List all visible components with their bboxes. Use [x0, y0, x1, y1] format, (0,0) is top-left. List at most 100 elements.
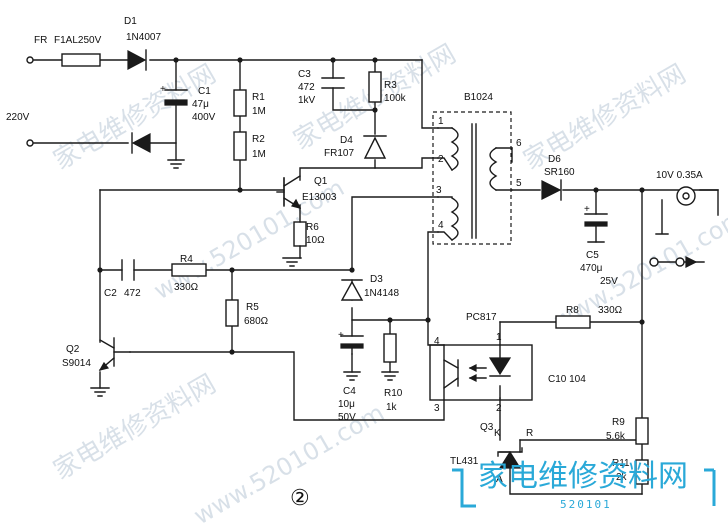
- q1-ref: Q1: [314, 176, 328, 187]
- transformer-pin-1: 1: [438, 116, 444, 127]
- r2-value: 1M: [252, 149, 266, 160]
- q1-value: E13003: [302, 192, 337, 203]
- fuse-value: F1AL250V: [54, 35, 102, 46]
- c1-value-voltage: 400V: [192, 112, 216, 123]
- logo-bracket-right: [704, 468, 716, 506]
- q3-pin-r: R: [526, 428, 533, 439]
- ground-r10: [381, 371, 399, 381]
- q3-pin-k: K: [494, 428, 501, 439]
- site-logo: 家电维修资料网 520101: [452, 459, 716, 511]
- input-terminal-l: [26, 56, 34, 64]
- fuse-fr: FR F1AL250V: [34, 35, 102, 67]
- r6-value: 10Ω: [306, 235, 325, 246]
- resistor-r4: R4 330Ω: [171, 254, 207, 293]
- r5-value: 680Ω: [244, 316, 269, 327]
- pc817-pin-2: 2: [496, 403, 502, 414]
- transformer-pin-6: 6: [516, 138, 522, 149]
- pc817-pin-3: 3: [434, 403, 440, 414]
- ground-c1: [167, 159, 185, 169]
- d3-value: 1N4148: [364, 288, 399, 299]
- c1-value-capacitance: 47μ: [192, 99, 209, 110]
- transformer-pin-5: 5: [516, 178, 522, 189]
- mains-label: 220V: [6, 112, 30, 123]
- c4-plus: +: [338, 330, 344, 341]
- watermark: 家电维修资料网 www.520101.com 家电维修资料网 www.52010…: [49, 39, 728, 530]
- diode-d1: D1 1N4007: [124, 16, 161, 71]
- junctions: [97, 57, 645, 443]
- diode-d4: D4 FR107: [324, 135, 387, 159]
- diode-d6: D6 SR160: [541, 154, 575, 201]
- diode-d3: D3 1N4148: [340, 274, 399, 301]
- c10-label: C10 104: [548, 374, 586, 385]
- r1-value: 1M: [252, 106, 266, 117]
- resistor-r6: R6 10Ω: [293, 221, 325, 247]
- resistor-r5: R5 680Ω: [225, 299, 269, 327]
- r5-ref: R5: [246, 302, 259, 313]
- output-connector: 10V 0.35A: [649, 170, 705, 268]
- r8-ref: R8: [566, 305, 579, 316]
- q3-pin-a: A: [496, 474, 503, 485]
- transistor-q2: Q2 S9014: [62, 337, 131, 371]
- q2-ref: Q2: [66, 344, 80, 355]
- d4-ref: D4: [340, 135, 353, 146]
- pc817-ref: PC817: [466, 312, 497, 323]
- q3-ref: Q3: [480, 422, 494, 433]
- r9-ref: R9: [612, 417, 625, 428]
- c3-voltage: 1kV: [298, 95, 316, 106]
- r2-ref: R2: [252, 134, 265, 145]
- q3-value: TL431: [450, 456, 479, 467]
- r1-ref: R1: [252, 92, 265, 103]
- transformer-ref: B1024: [464, 92, 493, 103]
- r11-ref: R11: [612, 458, 630, 469]
- r4-value: 330Ω: [174, 282, 199, 293]
- logo-url: 520101: [560, 498, 612, 511]
- c4-ref: C4: [343, 386, 356, 397]
- capacitor-c3: C3 472 1kV: [298, 69, 345, 106]
- logo-bracket-left: [452, 468, 476, 508]
- d3-ref: D3: [370, 274, 383, 285]
- c1-ref: C1: [198, 86, 211, 97]
- r4-ref: R4: [180, 254, 193, 265]
- c3-ref: C3: [298, 69, 311, 80]
- capacitor-c5: + C5 470μ 25V: [580, 204, 618, 287]
- diode-d2: [131, 132, 151, 154]
- c2-value: 472: [124, 288, 141, 299]
- d6-value: SR160: [544, 167, 575, 178]
- r10-ref: R10: [384, 388, 403, 399]
- ground-q2: [90, 387, 110, 397]
- output-rating: 10V 0.35A: [656, 170, 703, 181]
- r6-ref: R6: [306, 222, 319, 233]
- ground-r6: [282, 257, 302, 267]
- resistor-r3: R3 100k: [368, 71, 407, 104]
- q2-value: S9014: [62, 358, 91, 369]
- resistor-r9: R9 5.6k: [606, 417, 649, 445]
- figure-number: ②: [290, 486, 310, 511]
- transformer-pin-3: 3: [436, 185, 442, 196]
- transistor-q1: Q1 E13003: [283, 175, 337, 209]
- c5-ref: C5: [586, 250, 599, 261]
- resistor-r1: R1 1M: [233, 89, 266, 117]
- c5-plus: +: [584, 204, 590, 215]
- pc817-pin-4: 4: [434, 336, 440, 347]
- c4-voltage: 50V: [338, 412, 356, 423]
- regulator-q3-tl431: Q3 TL431 K R A: [450, 422, 533, 485]
- r9-value: 5.6k: [606, 431, 626, 442]
- d1-value: 1N4007: [126, 32, 161, 43]
- r8-value: 330Ω: [598, 305, 623, 316]
- capacitor-c2: C2 472: [104, 259, 141, 299]
- d4-value: FR107: [324, 148, 354, 159]
- watermark-cn-2: 家电维修资料网: [49, 369, 222, 486]
- resistor-r11: R11 2k: [612, 458, 649, 485]
- c5-value: 470μ: [580, 263, 603, 274]
- optocoupler-pc817: PC817 4 3 1 2: [429, 312, 533, 414]
- ground-c4: [343, 371, 361, 381]
- capacitor-c1: + C1 47μ 400V: [160, 84, 216, 123]
- resistor-r10: R10 1k: [383, 333, 403, 413]
- c1-plus: +: [160, 84, 166, 95]
- wires: [32, 59, 719, 495]
- resistor-r8: R8 330Ω: [555, 305, 623, 329]
- r3-ref: R3: [384, 80, 397, 91]
- r3-value: 100k: [384, 93, 407, 104]
- transformer-pin-4: 4: [438, 220, 444, 231]
